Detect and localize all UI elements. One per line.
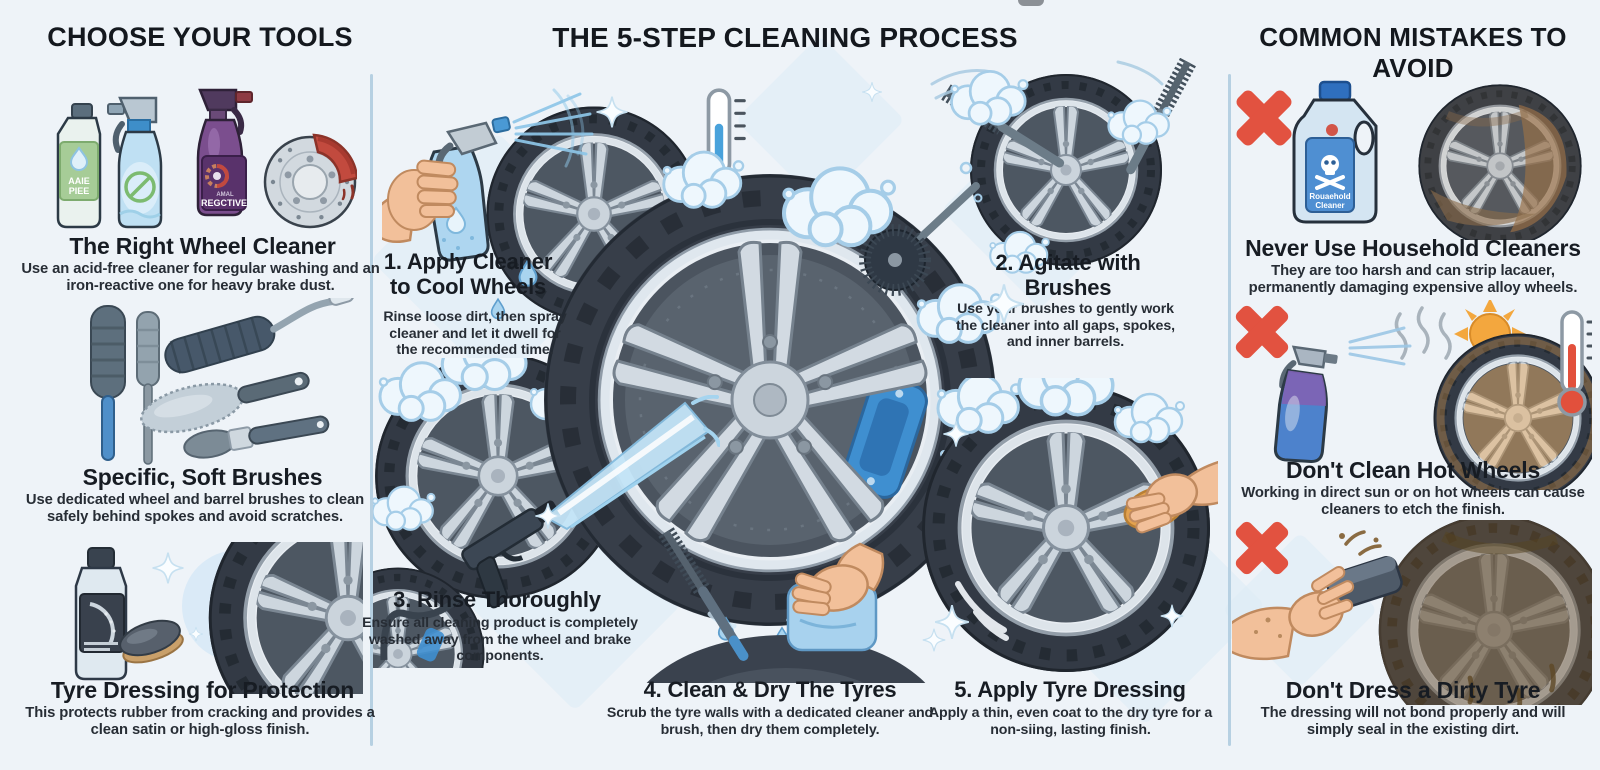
tool-item-body: Use dedicated wheel and barrel brushes t… [25,492,365,526]
detail-brush-icon [183,415,330,459]
thin-brush-icon [136,311,160,465]
heat-waves-icon [1394,306,1452,360]
tools-cleaners-illustration: AAIE PIEE [56,88,357,229]
x-mark-icon [1233,520,1291,577]
tyre-icon [209,542,363,694]
mistake1-household-cleaner-illustration: Rouaehold Cleaner [1233,80,1588,240]
spray-mist-icon [1348,326,1412,366]
x-mark-icon [1233,303,1291,361]
dressing-bottle-icon [74,547,128,681]
wheel-spokes [612,240,928,543]
shine-arcs [955,581,1009,641]
column-divider [1228,74,1231,746]
caliper-hint [416,627,445,662]
column-divider [370,74,373,746]
acid-free-bottle-icon: AAIE PIEE [56,103,102,229]
tools-dressing-illustration [74,542,363,694]
step-title: 2. Agitate with Brushes [995,250,1141,301]
household-cleaner-label: Rouaehold [1309,192,1350,201]
spray-bottle-hand-icon [382,116,511,262]
tool-item-title: Specific, Soft Brushes [82,464,323,490]
step2-agitate-illustration [930,58,1196,274]
mistake-title: Don't Dress a Dirty Tyre [1285,677,1541,703]
mistake-title: Never Use Household Cleaners [1245,235,1581,261]
acid-free-label: AAIE [68,176,90,186]
step4-clean-dry-illustration [646,527,926,683]
brake-caliper-icon [842,375,928,499]
mistake3-dirty-tyre-illustration [1232,520,1592,705]
step5-dressing-illustration [918,378,1218,676]
mistake-body: Working in direct sun or on hot wheels c… [1241,485,1585,519]
svg-text:Cleaner: Cleaner [1315,201,1344,210]
mistakes-column-title: COMMON MISTAKES TO AVOID [1259,22,1567,83]
hot-wheel-icon [1434,334,1592,490]
iron-reactive-label: REGCTIVE [201,198,247,208]
bottle-brush-icon [90,305,126,461]
household-cleaner-jug-icon: Rouaehold Cleaner [1292,80,1378,224]
brake-disc-icon [263,133,357,229]
applicator-pad-icon [119,619,184,664]
tool-item-body: Use an acid-free cleaner for regular was… [21,261,380,295]
step-body: Rinse loose dirt, then spray cleaner and… [383,309,567,359]
iron-reactive-bottle-icon: AMAL REGCTIVE [196,88,253,217]
step1-apply-cleaner-illustration [382,88,747,328]
hand-cloth-icon [786,542,885,652]
step-title: 3. Rinse Thoroughly [393,587,601,612]
hand-pad-icon [1123,456,1218,534]
round-brush-icon [859,182,980,296]
step-title: 5. Apply Tyre Dressing [954,677,1186,702]
tool-item-title: Tyre Dressing for Protection [50,677,355,703]
spray-mist-icon [512,88,594,168]
mistake-body: The dressing will not bond properly and … [1260,705,1566,739]
mistake2-hot-wheels-illustration [1233,300,1592,490]
damaged-wheel-icon [1418,84,1581,240]
step-body: Use your brushes to gently work the clea… [956,301,1175,351]
tools-brushes-illustration [90,298,355,465]
water-jet-icon [545,395,720,531]
iron-reactive-small-label: AMAL [216,192,234,198]
step-body: Ensure all cleaning product is completel… [362,615,638,665]
svg-text:PIEE: PIEE [69,186,90,196]
central-wheel-illustration [544,150,1000,647]
x-mark-icon [1233,87,1295,149]
blue-spray-bottle-icon [107,96,163,229]
mistake-title: Don't Clean Hot Wheels [1285,457,1541,483]
step-body: Apply a thin, even coat to the dry tyre … [928,705,1213,738]
tools-column-title: CHOOSE YOUR TOOLS [47,22,353,52]
step-body: Scrub the tyre walls with a dedicated cl… [606,705,934,738]
step-title: 4. Clean & Dry The Tyres [643,677,897,702]
tyre-brush-icon [658,527,749,661]
tool-item-body: This protects rubber from cracking and p… [25,705,375,739]
wheel-woolie-icon [140,371,310,434]
process-column-title: THE 5-STEP CLEANING PROCESS [552,22,1018,53]
hand-pad-dirty-icon [1232,530,1403,661]
top-smudge [1018,0,1044,6]
dirty-tyre-icon [1379,520,1592,705]
step-title: 1. Apply Cleaner to Cool Wheels [383,249,553,300]
spray-bottle-icon [1273,345,1338,463]
tool-item-title: The Right Wheel Cleaner [69,233,336,259]
barrel-brush-icon [164,298,355,374]
mistake-body: They are too harsh and can strip lacauer… [1248,263,1578,297]
